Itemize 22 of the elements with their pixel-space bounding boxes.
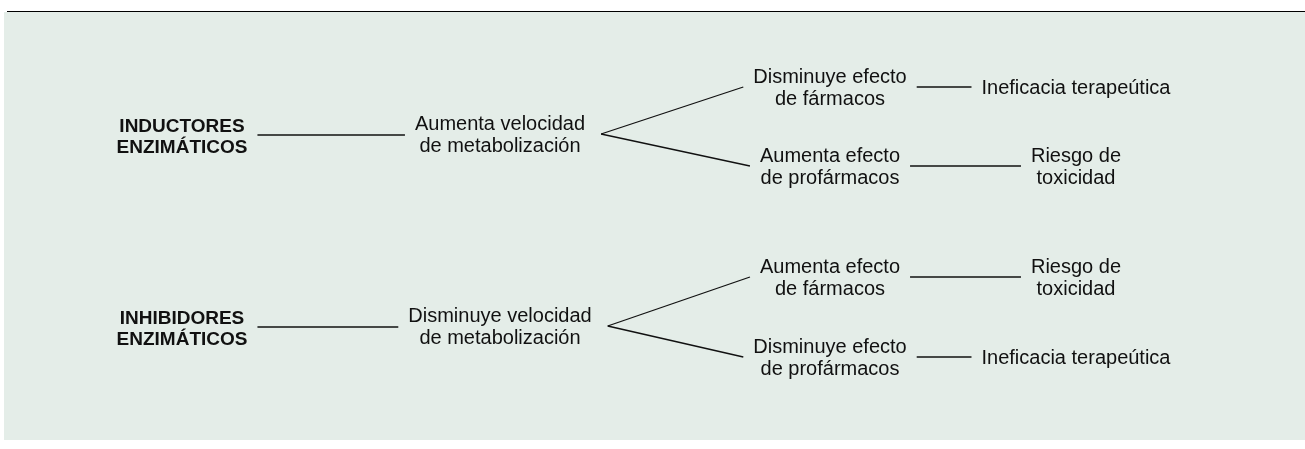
effect-label: Riesgo de toxicidad [1020, 143, 1132, 189]
connector-line [600, 133, 751, 167]
effect-label: Aumenta efecto de profármacos [749, 143, 911, 189]
effect-label: Ineficacia terapeútica [971, 75, 1181, 99]
effect-label: Aumenta velocidad de metabolización [404, 111, 596, 157]
connector-line [600, 86, 744, 135]
category-label: INHIBIDORES ENZIMÁTICOS [106, 306, 258, 350]
connector-line [916, 356, 973, 358]
connector-line [916, 86, 973, 88]
connector-line [607, 276, 751, 327]
connector-line [256, 134, 406, 136]
connector-line [607, 325, 744, 358]
effect-label: Aumenta efecto de fármacos [749, 254, 911, 300]
category-label: INDUCTORES ENZIMÁTICOS [106, 114, 258, 158]
connector-line [909, 276, 1022, 278]
connector-line [256, 326, 399, 328]
effect-label: Ineficacia terapeútica [971, 345, 1181, 369]
connector-line [909, 165, 1022, 167]
effect-label: Disminuye velocidad de metabolización [398, 303, 602, 349]
effect-label: Disminuye efecto de profármacos [743, 334, 917, 380]
effect-label: Disminuye efecto de fármacos [743, 64, 917, 110]
effect-label: Riesgo de toxicidad [1020, 254, 1132, 300]
